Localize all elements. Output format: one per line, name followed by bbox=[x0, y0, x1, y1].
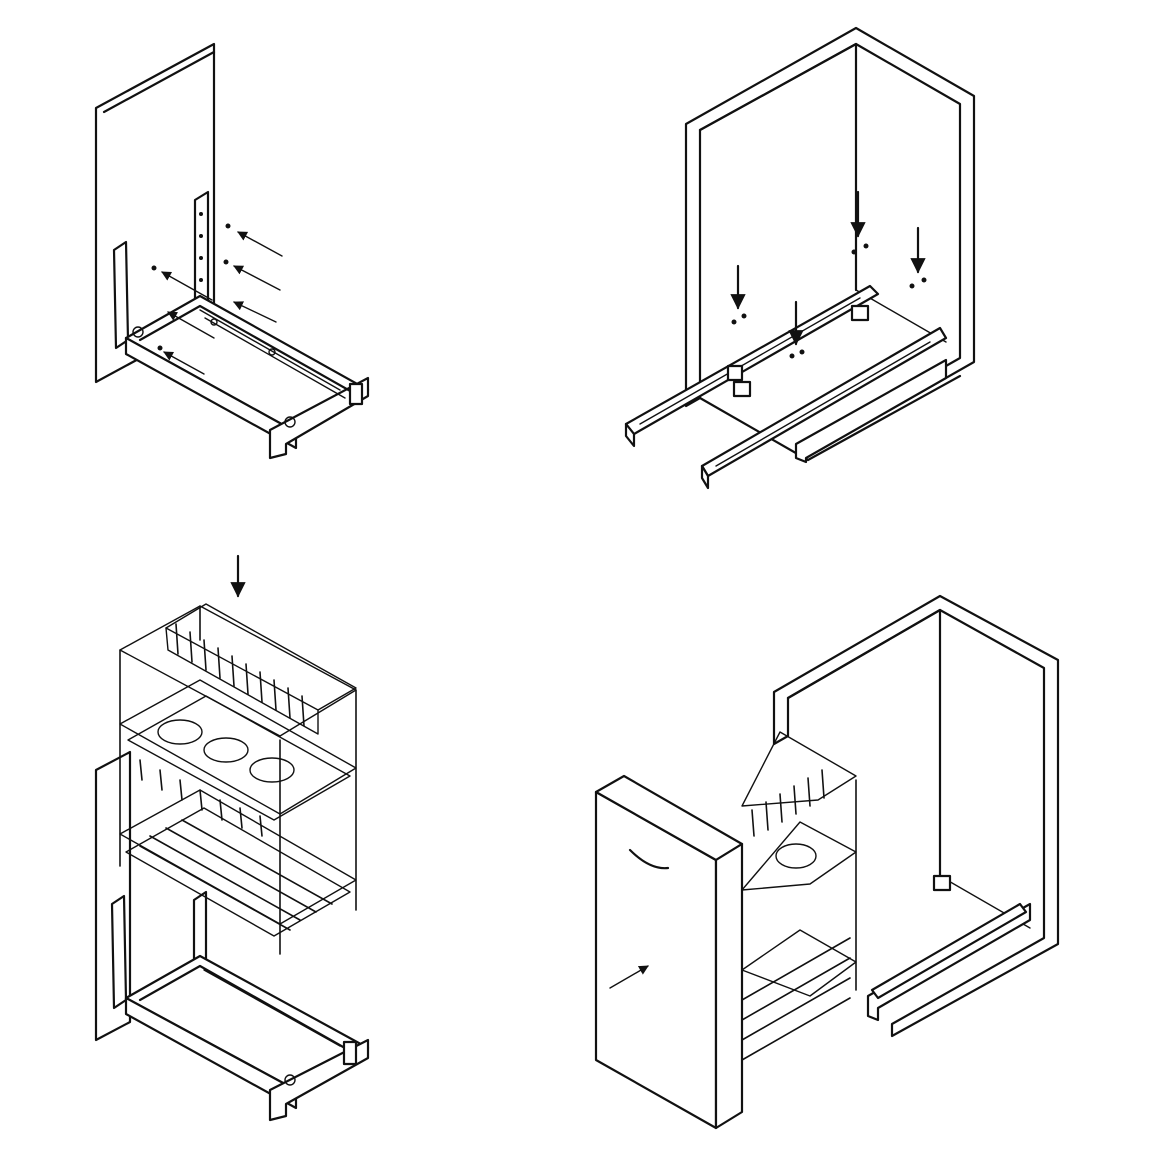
base-frame bbox=[124, 294, 370, 460]
cabinet-shell bbox=[684, 26, 976, 464]
base-frame-lower bbox=[124, 954, 370, 1122]
handle-icon bbox=[628, 848, 670, 870]
wire-basket-assembly bbox=[119, 603, 357, 955]
cabinet-shell-final bbox=[772, 594, 1060, 1038]
vertical-bracket bbox=[193, 190, 210, 310]
bottom-basket-slats bbox=[139, 819, 333, 931]
door-panel bbox=[594, 774, 744, 1130]
panel-step-3 bbox=[94, 554, 370, 1122]
top-basket-final-wires bbox=[751, 769, 825, 837]
middle-basket-wires bbox=[139, 759, 263, 837]
pullout-basket-final bbox=[741, 731, 857, 1061]
screw-arrows-step-2 bbox=[730, 190, 927, 359]
bottom-basket-final-slats bbox=[741, 937, 851, 1061]
panel-step-2 bbox=[624, 26, 976, 490]
side-board-lower bbox=[94, 750, 208, 1042]
panel-step-1 bbox=[94, 42, 370, 460]
slide-arrow bbox=[609, 965, 649, 989]
panel-step-4 bbox=[594, 594, 1060, 1130]
top-basket-wires bbox=[175, 623, 305, 727]
drawer-slide-right bbox=[700, 326, 948, 490]
screw-arrows-step-1 bbox=[151, 223, 283, 375]
front-upright bbox=[112, 240, 130, 350]
